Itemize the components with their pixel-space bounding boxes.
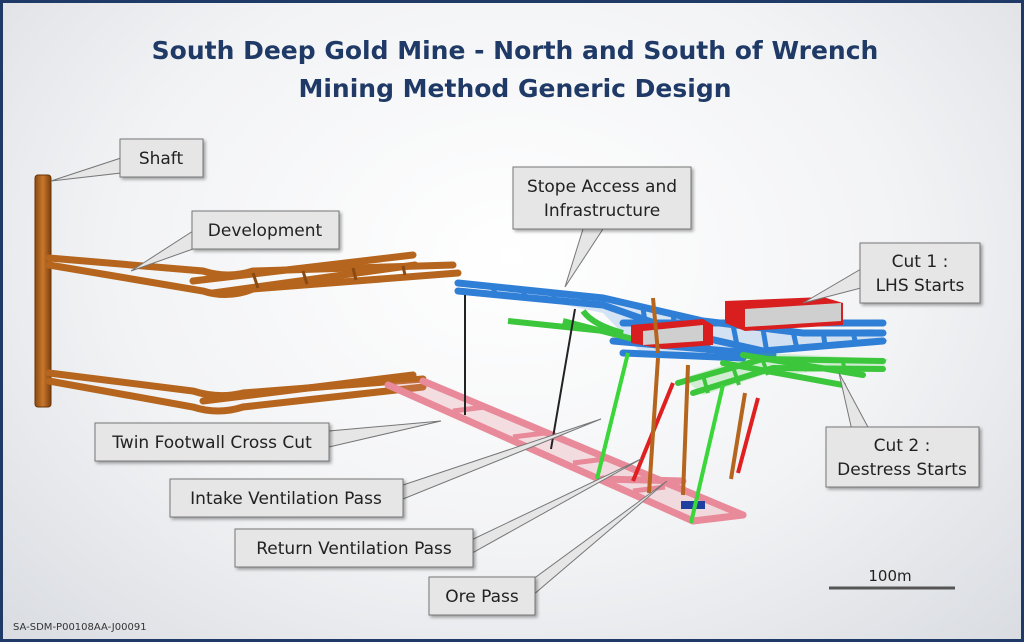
- development-upper-crosslinks: [251, 265, 407, 289]
- shaft: [34, 174, 52, 408]
- label-intake-vent: Intake Ventilation Pass: [190, 489, 382, 509]
- scale-bar-label: 100m: [868, 567, 911, 585]
- diagram-title: South Deep Gold Mine - North and South o…: [151, 36, 879, 65]
- callout-stope-access: [512, 166, 692, 230]
- vertical-passes: [595, 297, 760, 524]
- label-cut2-line2: Destress Starts: [837, 460, 967, 480]
- cut1-stope-blocks: [631, 297, 843, 349]
- mine-scene: Shaft Development Stope Access and Infra…: [34, 138, 981, 616]
- label-stope-access-line2: Infrastructure: [544, 201, 660, 221]
- document-reference: SA-SDM-P00108AA-J00091: [13, 622, 147, 633]
- ore-pass-bin: [681, 501, 705, 509]
- label-cut1-line2: LHS Starts: [876, 276, 965, 296]
- label-cut1-line1: Cut 1 :: [892, 252, 949, 272]
- label-shaft: Shaft: [139, 149, 184, 169]
- label-development: Development: [208, 221, 323, 241]
- link-raises: [464, 295, 576, 450]
- scale-bar: 100m: [829, 567, 955, 590]
- label-ore-pass: Ore Pass: [445, 587, 519, 607]
- cut2-level: [675, 352, 888, 396]
- callout-intake-vent: [169, 478, 404, 518]
- callout-development: [191, 210, 340, 250]
- label-twin-footwall: Twin Footwall Cross Cut: [111, 433, 312, 453]
- intermediate-green-level: [507, 309, 634, 342]
- callout-cut1: [859, 242, 981, 304]
- callout-pointers: [50, 157, 870, 596]
- label-return-vent: Return Ventilation Pass: [256, 539, 452, 559]
- footwall-cross-cut: [384, 377, 747, 525]
- callout-shaft: [119, 138, 204, 178]
- diagram-subtitle: Mining Method Generic Design: [298, 74, 732, 103]
- callout-cut2: [825, 426, 980, 488]
- ore-pass: [647, 357, 660, 494]
- intake-ventilation-pass: [595, 352, 630, 480]
- label-cut2-line1: Cut 2 :: [874, 436, 931, 456]
- development-lower: [45, 369, 427, 415]
- callout-return-vent: [234, 528, 474, 568]
- development-upper: [45, 251, 462, 298]
- label-stope-access-line1: Stope Access and: [527, 177, 677, 197]
- callout-twin-footwall: [94, 422, 330, 462]
- callout-ore-pass: [428, 576, 536, 616]
